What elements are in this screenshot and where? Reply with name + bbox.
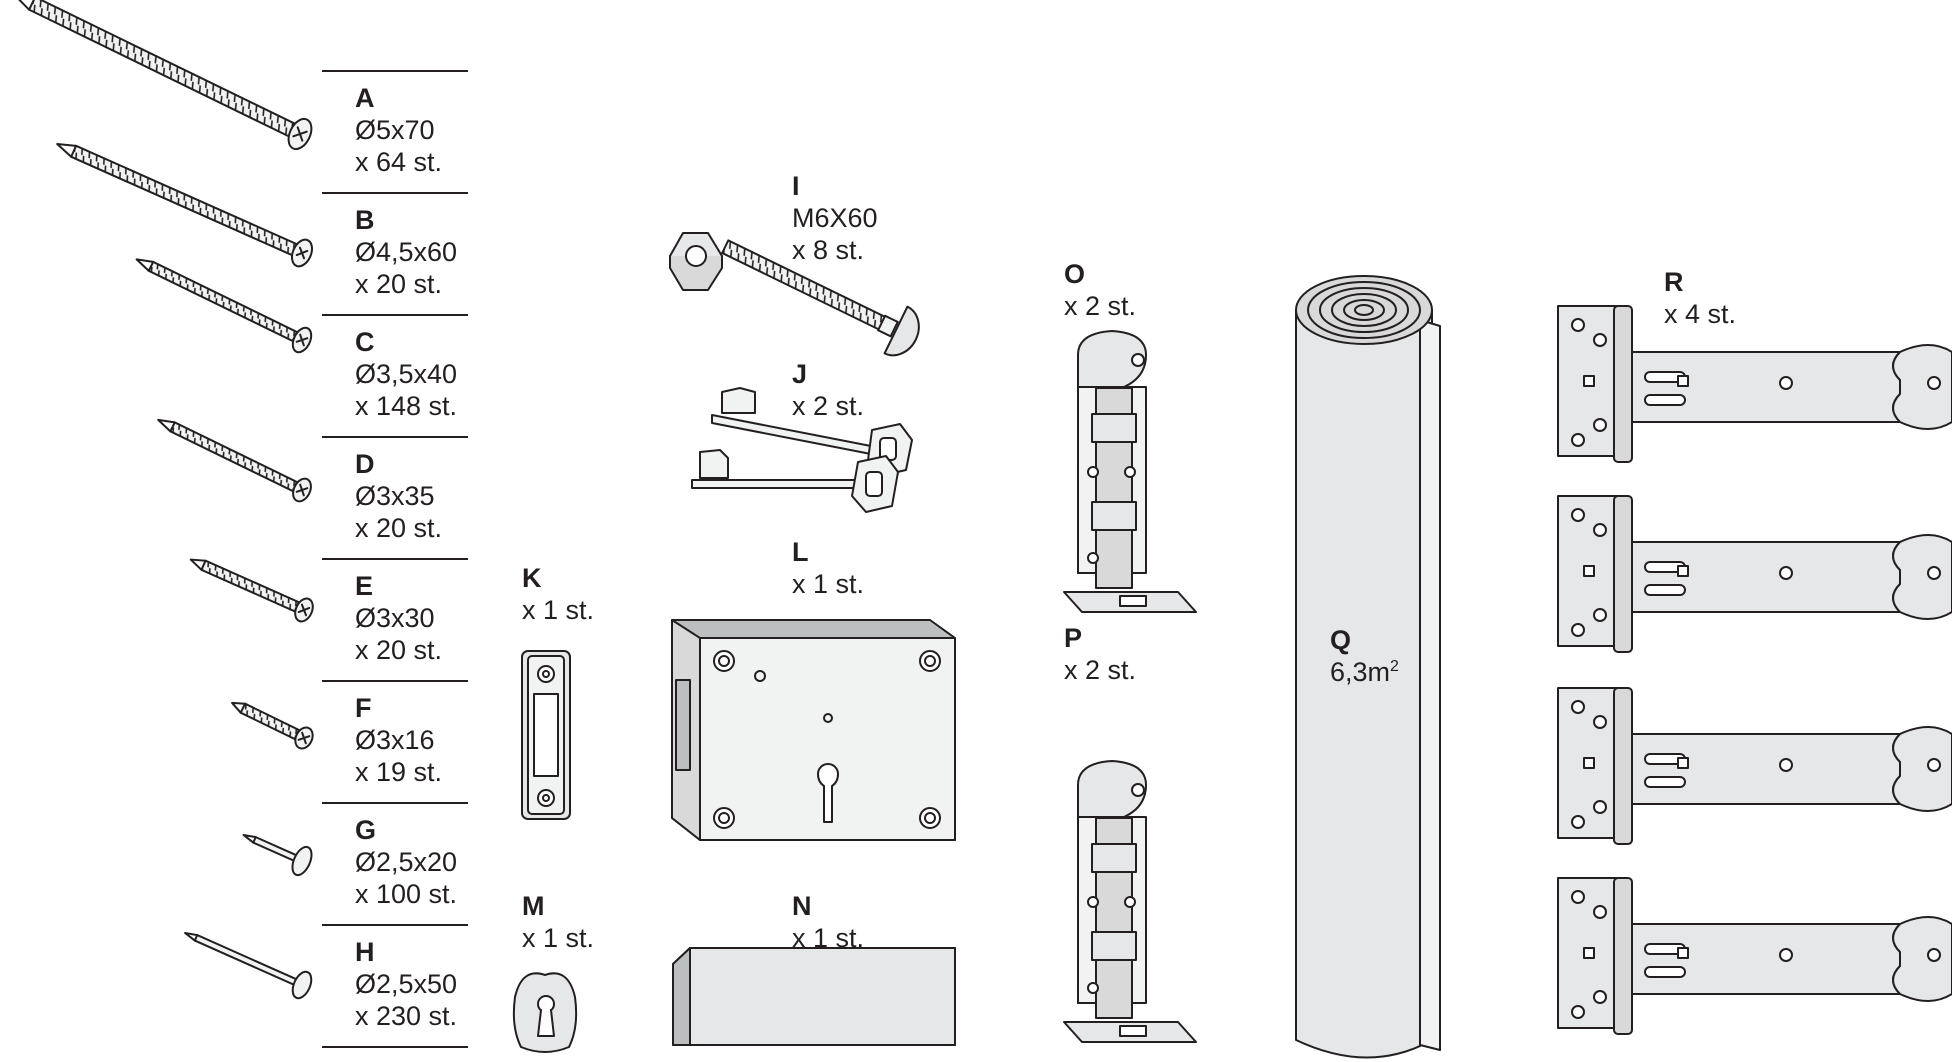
separator — [322, 680, 468, 682]
separator — [322, 1046, 468, 1048]
screw-f-icon — [231, 701, 314, 750]
barrel-bolt-p-icon — [1063, 760, 1197, 1043]
screw-b-icon — [56, 142, 314, 268]
strike-plate-icon — [521, 650, 571, 820]
screw-d-icon — [157, 418, 312, 503]
screw-c-icon — [135, 258, 313, 354]
separator — [322, 314, 468, 316]
nail-h-icon — [184, 931, 313, 1000]
t-hinge-icon — [1557, 305, 1952, 1035]
hinge-2 — [1557, 495, 1952, 653]
hinge-4 — [1557, 877, 1952, 1035]
hinge-1 — [1557, 305, 1952, 463]
hex-nut-icon — [669, 232, 723, 291]
nail-g-icon — [242, 833, 313, 877]
keys-icon — [691, 387, 913, 513]
separator — [322, 558, 468, 560]
separator — [322, 192, 468, 194]
separator — [322, 802, 468, 804]
screw-e-icon — [189, 558, 314, 623]
box-lock-icon — [671, 619, 956, 841]
separator — [322, 924, 468, 926]
separator — [322, 70, 468, 72]
barrel-bolt-o-icon — [1063, 330, 1197, 613]
wood-block-icon — [672, 947, 956, 1046]
roofing-felt-roll-icon — [1295, 275, 1441, 1059]
keyhole-escutcheon-icon — [512, 972, 578, 1053]
separator — [322, 436, 468, 438]
screw-a-icon — [13, 0, 313, 151]
carriage-bolt-icon — [669, 232, 920, 357]
hinge-3 — [1557, 687, 1952, 845]
